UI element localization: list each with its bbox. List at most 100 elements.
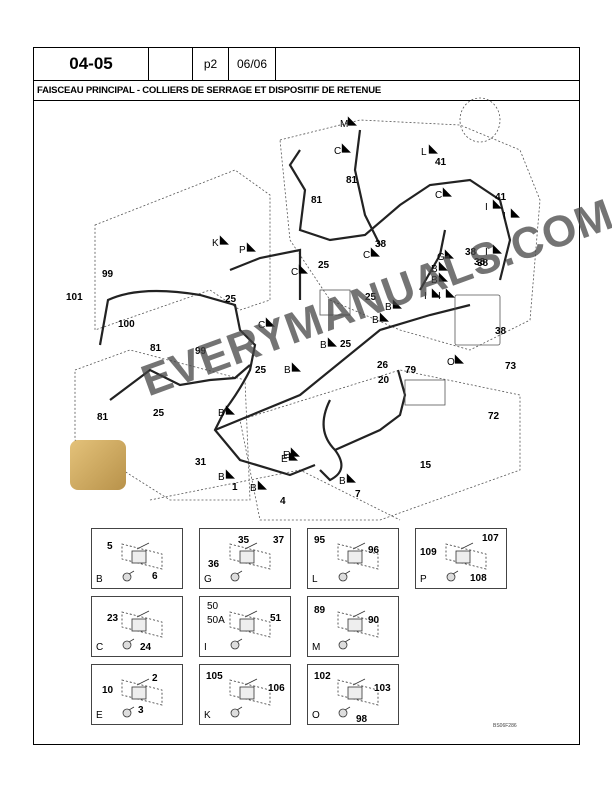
callout-label: B xyxy=(284,365,291,376)
arrow-icon: ◣ xyxy=(289,450,298,462)
part-drawing xyxy=(337,610,379,650)
arrow-icon: ◣ xyxy=(347,472,356,484)
arrow-icon: ◣ xyxy=(380,311,389,323)
part-number: 6 xyxy=(152,571,158,582)
part-number: 37 xyxy=(273,535,285,546)
detail-letter: O xyxy=(312,710,320,721)
callout-label: B xyxy=(320,340,327,351)
arrow-icon: ◣ xyxy=(291,446,300,458)
callout-label: 41 xyxy=(435,157,447,168)
callout-label: I xyxy=(485,247,488,258)
callout-label: 81 xyxy=(311,195,323,206)
arrow-icon: ◣ xyxy=(493,243,502,255)
callout-label: 31 xyxy=(195,457,207,468)
callout-label: 101 xyxy=(66,292,83,303)
part-drawing xyxy=(337,678,379,718)
callout-label: 81 xyxy=(346,175,358,186)
detail-letter: L xyxy=(312,574,318,585)
callout-label: G xyxy=(437,252,445,263)
arrow-icon: ◣ xyxy=(493,198,502,210)
arrow-icon: ◣ xyxy=(247,241,256,253)
callout-label: I xyxy=(424,291,427,302)
watermark-logo xyxy=(70,440,126,490)
part-number: 98 xyxy=(356,714,368,725)
callout-label: 25 xyxy=(318,260,330,271)
part-number: 50 xyxy=(207,601,219,612)
callout-label: 4 xyxy=(280,496,286,507)
part-drawing xyxy=(337,542,379,582)
arrow-icon: ◣ xyxy=(258,479,267,491)
arrow-icon: ◣ xyxy=(226,468,235,480)
callout-label: 25 xyxy=(153,408,165,419)
detail-letter: C xyxy=(96,642,104,653)
part-number: 108 xyxy=(470,573,487,584)
part-number: 3 xyxy=(138,705,144,716)
arrow-icon: ◣ xyxy=(439,260,448,272)
detail-letter: M xyxy=(312,642,321,653)
arrow-icon: ◣ xyxy=(226,404,235,416)
part-number: 35 xyxy=(238,535,250,546)
callout-label: I xyxy=(503,211,506,222)
callout-label: 79 xyxy=(405,365,417,376)
part-number: 51 xyxy=(270,613,282,624)
callout-label: C xyxy=(258,320,266,331)
callout-label: B xyxy=(339,476,346,487)
callout-label: E xyxy=(281,454,288,465)
arrow-icon: ◣ xyxy=(443,186,452,198)
part-number: 103 xyxy=(374,683,391,694)
callout-label: 38 xyxy=(465,247,477,258)
part-drawing xyxy=(121,542,163,582)
callout-label: I xyxy=(485,202,488,213)
callout-label: 7 xyxy=(355,489,361,500)
equipment-boxes xyxy=(319,289,501,406)
part-number: 96 xyxy=(368,545,380,556)
arrow-icon: ◣ xyxy=(292,361,301,373)
callout-label: 26 xyxy=(377,360,389,371)
detail-letter: B xyxy=(96,574,103,585)
callout-label: K xyxy=(212,238,219,249)
callout-label: 72 xyxy=(488,411,500,422)
part-number: 2 xyxy=(152,673,158,684)
part-number: 50A xyxy=(207,615,225,626)
callout-label: B xyxy=(385,302,392,313)
arrow-icon: ◣ xyxy=(371,246,380,258)
callout-label: 38 xyxy=(474,257,486,268)
callout-label: 38 xyxy=(495,326,507,337)
callout-label: 20 xyxy=(378,375,390,386)
callout-label: 81 xyxy=(150,343,162,354)
callout-label: 81 xyxy=(97,412,109,423)
callout-label: C xyxy=(334,146,342,157)
detail-view-l: L 95 96 xyxy=(307,528,399,589)
arrow-icon: ◣ xyxy=(511,207,520,219)
part-drawing xyxy=(121,610,163,650)
part-drawing xyxy=(121,678,163,718)
callout-label: B xyxy=(431,264,438,275)
page-frame xyxy=(33,47,580,745)
callout-label: 25 xyxy=(255,365,267,376)
detail-letter: K xyxy=(204,710,211,721)
part-number: 36 xyxy=(208,559,220,570)
arrow-icon: ◣ xyxy=(439,271,448,283)
figure-reference: BS06F286 xyxy=(493,723,517,729)
callout-label: 1 xyxy=(232,482,238,493)
part-drawing xyxy=(229,542,271,582)
callout-label: 15 xyxy=(420,460,432,471)
part-number: 95 xyxy=(314,535,326,546)
arrow-icon: ◣ xyxy=(220,234,229,246)
callout-label: C xyxy=(435,190,443,201)
callout-label: B xyxy=(250,483,257,494)
part-number: 107 xyxy=(482,533,499,544)
callout-label: 38 xyxy=(375,239,387,250)
detail-letter: I xyxy=(204,642,207,653)
callout-label: 99 xyxy=(102,269,114,280)
callout-label: 38 xyxy=(477,258,489,269)
callout-label: B xyxy=(218,408,225,419)
arrow-icon: ◣ xyxy=(429,143,438,155)
part-number: 105 xyxy=(206,671,223,682)
callout-label: E xyxy=(283,450,290,461)
